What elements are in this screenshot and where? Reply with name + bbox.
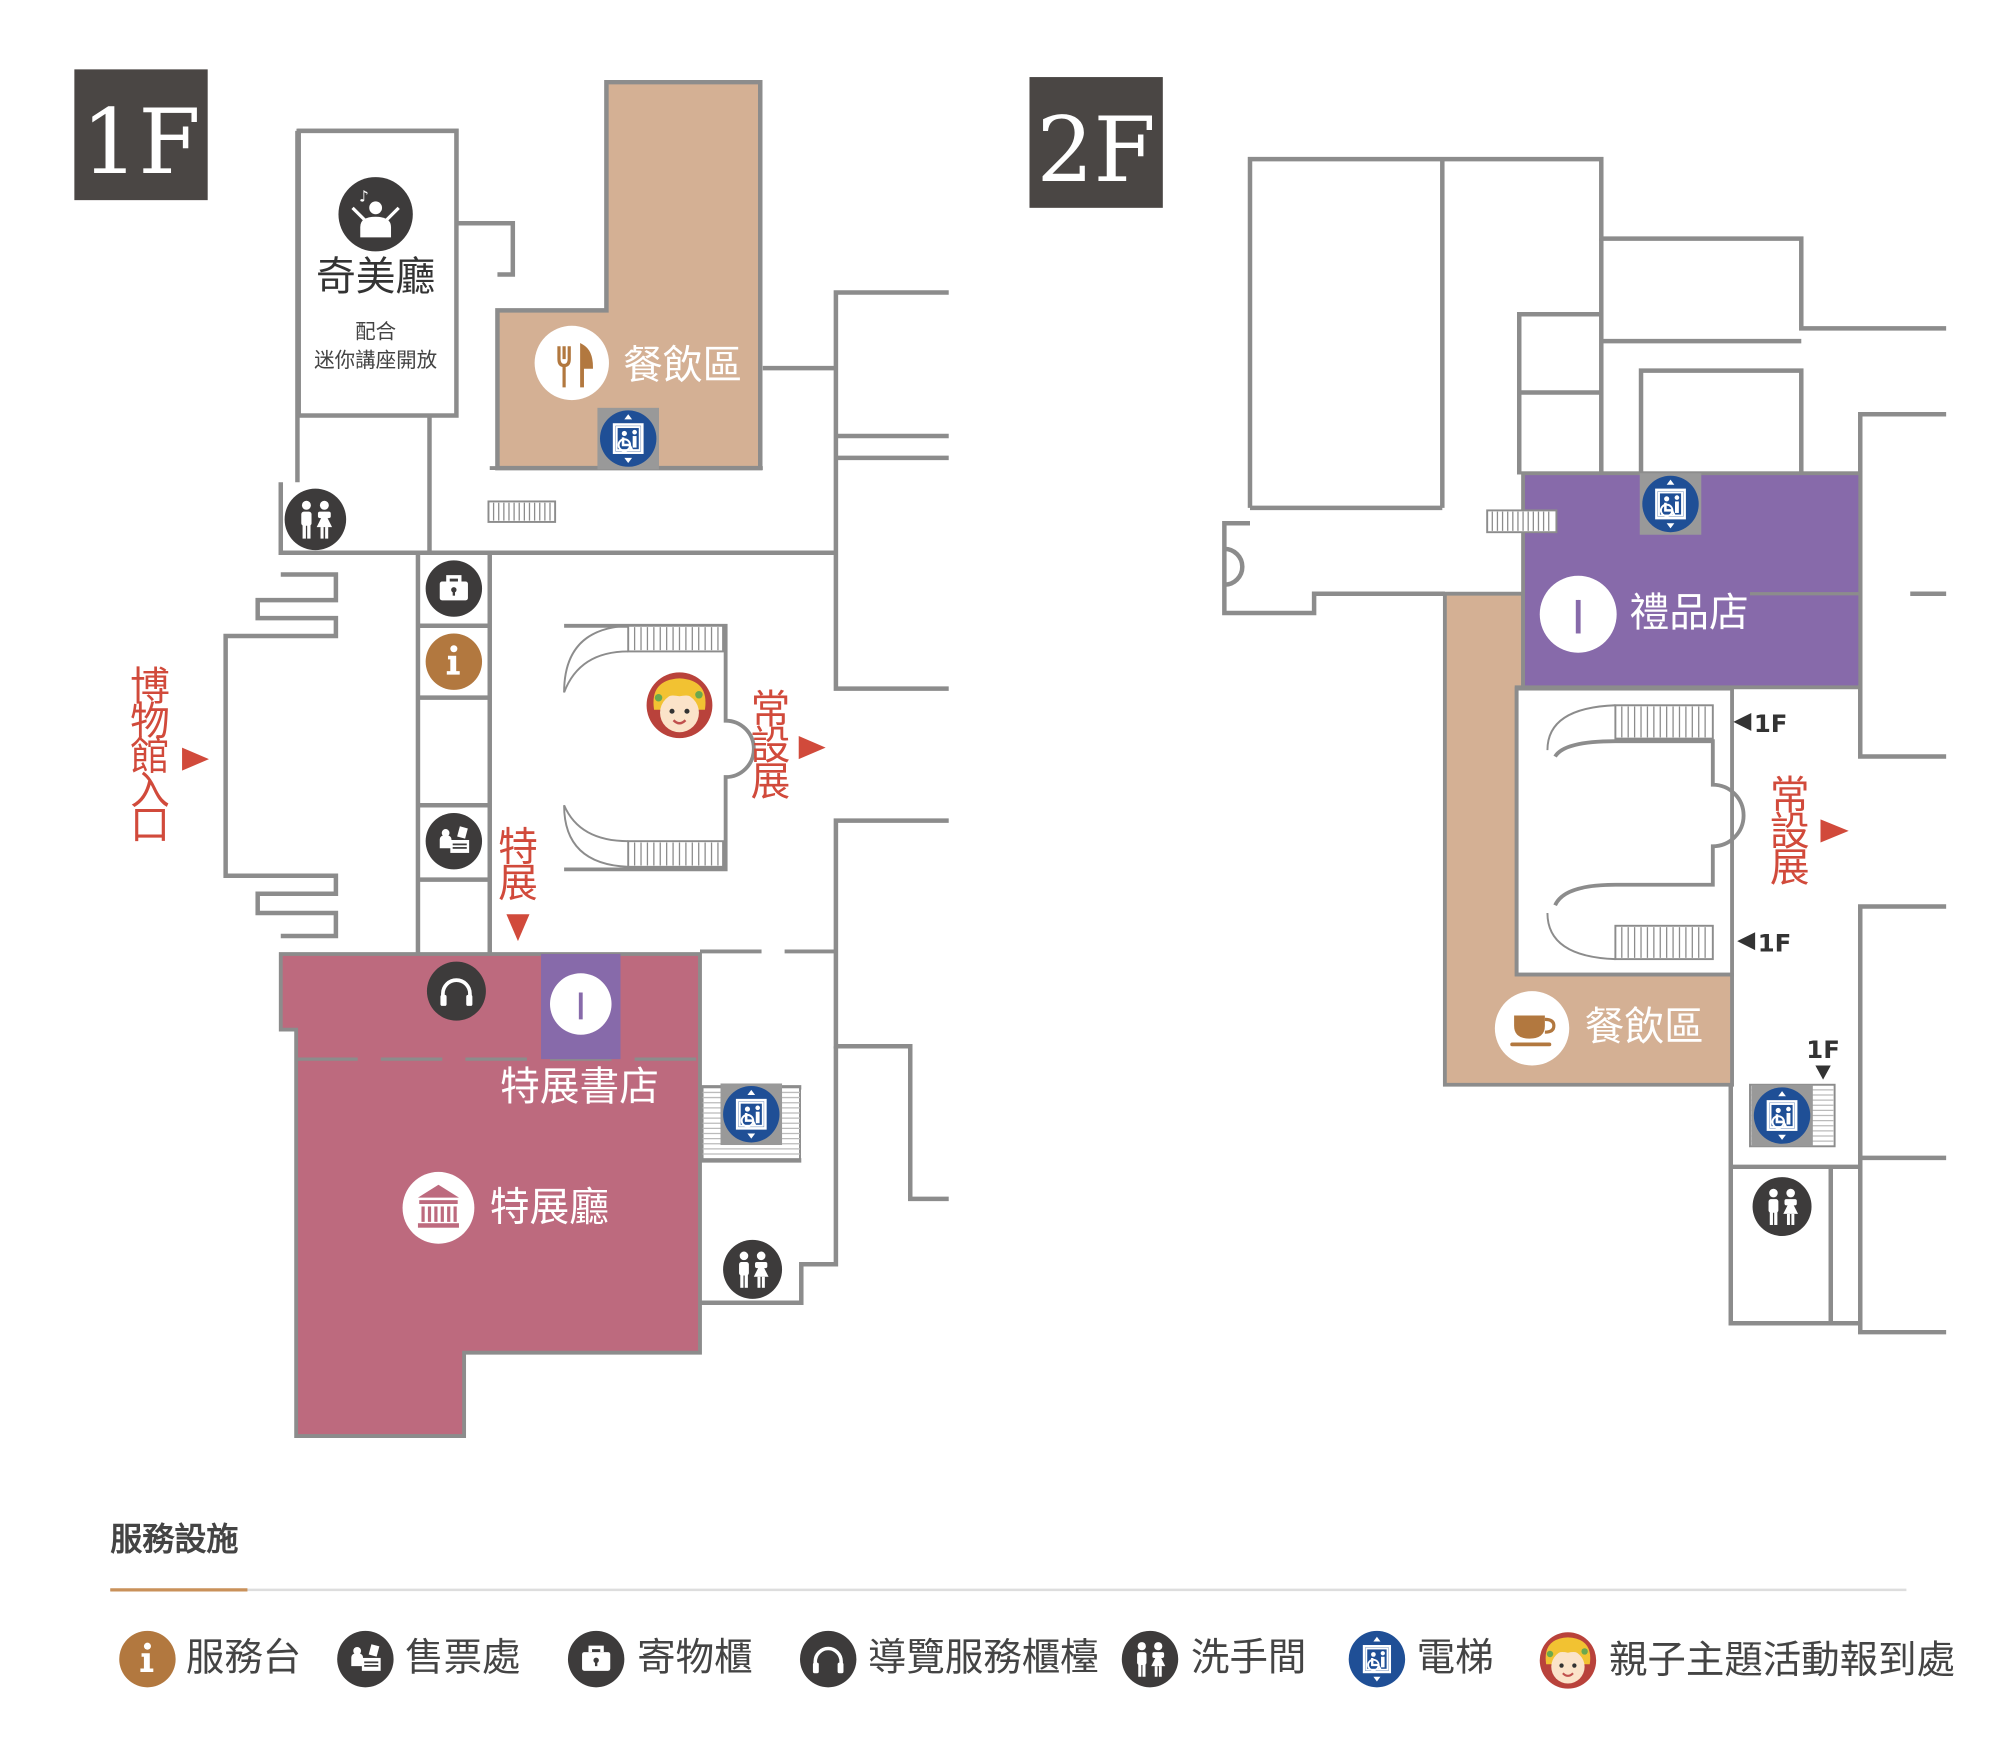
- svg-text:博: 博: [130, 664, 170, 710]
- svg-text:展: 展: [1770, 845, 1810, 891]
- special-bookstore-label: 特展書店: [500, 1064, 659, 1110]
- legend-item-locker: 寄物櫃: [567, 1630, 753, 1688]
- legend-item-family: 親子主題活動報到處: [1538, 1631, 1955, 1690]
- svg-text:特: 特: [498, 824, 538, 870]
- svg-text:物: 物: [130, 699, 170, 745]
- legend: 服務設施 服務台 售票處 寄物櫃 導覽服務櫃檯 洗手間: [110, 1520, 1955, 1690]
- restroom-1f-west[interactable]: [284, 488, 347, 551]
- museum-icon: [402, 1171, 475, 1244]
- elevator-2f-north[interactable]: [1639, 473, 1702, 535]
- svg-text:導覽服務櫃檯: 導覽服務櫃檯: [868, 1636, 1099, 1681]
- direction-permanent-1f: 常 設 展: [751, 687, 826, 805]
- direction-entrance: 博 物 館 入 口: [130, 664, 209, 849]
- dining-2f-label: 餐飲區: [1585, 1004, 1704, 1050]
- audio-guide-counter[interactable]: [426, 961, 486, 1021]
- elevator-2f-label: 1F: [1806, 1035, 1840, 1080]
- stairs-2f-north: [1486, 509, 1558, 534]
- legend-item-ticket: 售票處: [337, 1630, 520, 1688]
- svg-text:服務台: 服務台: [186, 1636, 301, 1681]
- svg-text:洗手間: 洗手間: [1191, 1636, 1306, 1681]
- elevator-2f-south[interactable]: [1749, 1083, 1836, 1148]
- atrium-stairs-2f: [1514, 686, 1746, 977]
- floor-1f: 1F: [74, 69, 949, 1438]
- ticket-office-1f[interactable]: [425, 812, 483, 870]
- elevator-1f-south[interactable]: [701, 1083, 801, 1161]
- arrow-left-icon: [1733, 712, 1752, 731]
- floor-label-2f: 2F: [1036, 99, 1155, 203]
- info-desk-1f[interactable]: [425, 633, 483, 690]
- cutlery-icon: [534, 325, 609, 401]
- chimei-hall-note-2: 迷你講座開放: [314, 348, 437, 372]
- chimei-hall-note-1: 配合: [355, 320, 396, 344]
- family-icon: [645, 671, 714, 740]
- svg-text:設: 設: [751, 723, 791, 769]
- family-checkin-1f[interactable]: [645, 671, 714, 740]
- legend-title: 服務設施: [110, 1520, 238, 1558]
- walls-2f: [1222, 156, 1947, 1335]
- svg-text:入: 入: [130, 768, 170, 814]
- dining-area-1f[interactable]: 餐飲區: [495, 79, 763, 471]
- svg-text:1F: 1F: [1754, 709, 1788, 738]
- stair-to-1f-top: 1F: [1733, 709, 1787, 738]
- restroom-1f-south[interactable]: [723, 1239, 783, 1299]
- legend-item-restroom: 洗手間: [1121, 1630, 1306, 1688]
- special-hall-label: 特展廳: [490, 1185, 609, 1231]
- svg-text:♪: ♪: [359, 187, 369, 205]
- svg-text:展: 展: [498, 860, 538, 906]
- elevator-1f-north[interactable]: [597, 407, 659, 470]
- special-exhibition-hall[interactable]: 特展書店 特展廳: [278, 952, 702, 1438]
- legend-item-info: 服務台: [119, 1630, 301, 1688]
- walls-1f: [223, 128, 949, 1305]
- stair-to-1f-bottom: 1F: [1737, 928, 1791, 957]
- svg-text:設: 設: [1770, 809, 1810, 855]
- svg-text:1F: 1F: [1806, 1035, 1840, 1064]
- svg-text:寄物櫃: 寄物櫃: [637, 1636, 752, 1681]
- svg-text:常: 常: [751, 687, 791, 733]
- chimei-hall-label: 奇美廳: [316, 254, 435, 300]
- svg-text:電梯: 電梯: [1417, 1636, 1494, 1681]
- family-icon: [1538, 1631, 1598, 1690]
- svg-text:售票處: 售票處: [405, 1636, 520, 1681]
- floor-badge-1f: [74, 69, 208, 201]
- svg-text:館: 館: [130, 733, 170, 779]
- arrow-right-icon: [1820, 819, 1849, 843]
- locker-1f[interactable]: [425, 560, 483, 617]
- floor-2f: 2F 餐飲區: [1029, 77, 1947, 1335]
- arrow-down-icon: [506, 914, 530, 942]
- direction-special-1f: 特 展: [498, 824, 538, 942]
- arrow-right-icon: [798, 736, 826, 760]
- arrow-left-icon: [1737, 932, 1756, 951]
- floor-badge-2f: [1029, 77, 1163, 208]
- legend-item-audio-guide: 導覽服務櫃檯: [800, 1630, 1099, 1688]
- direction-permanent-2f: 常 設 展: [1770, 773, 1849, 891]
- stairs-1f-north: [487, 500, 557, 523]
- svg-text:口: 口: [130, 803, 170, 849]
- arrow-right-icon: [182, 747, 209, 771]
- gift-shop-label: 禮品店: [1629, 590, 1748, 636]
- chimei-hall[interactable]: ♪ 奇美廳 配合 迷你講座開放: [296, 128, 459, 418]
- arrow-down-icon: [1815, 1065, 1831, 1080]
- svg-text:親子主題活動報到處: 親子主題活動報到處: [1609, 1638, 1955, 1683]
- floor-label-1f: 1F: [81, 91, 200, 195]
- dining-1f-label: 餐飲區: [623, 342, 742, 388]
- restroom-2f[interactable]: [1752, 1177, 1812, 1237]
- svg-text:1F: 1F: [1758, 928, 1792, 957]
- svg-text:常: 常: [1770, 773, 1810, 819]
- atrium-stairs-1f: [563, 623, 756, 872]
- svg-text:展: 展: [751, 759, 791, 805]
- legend-item-elevator: 電梯: [1348, 1630, 1494, 1688]
